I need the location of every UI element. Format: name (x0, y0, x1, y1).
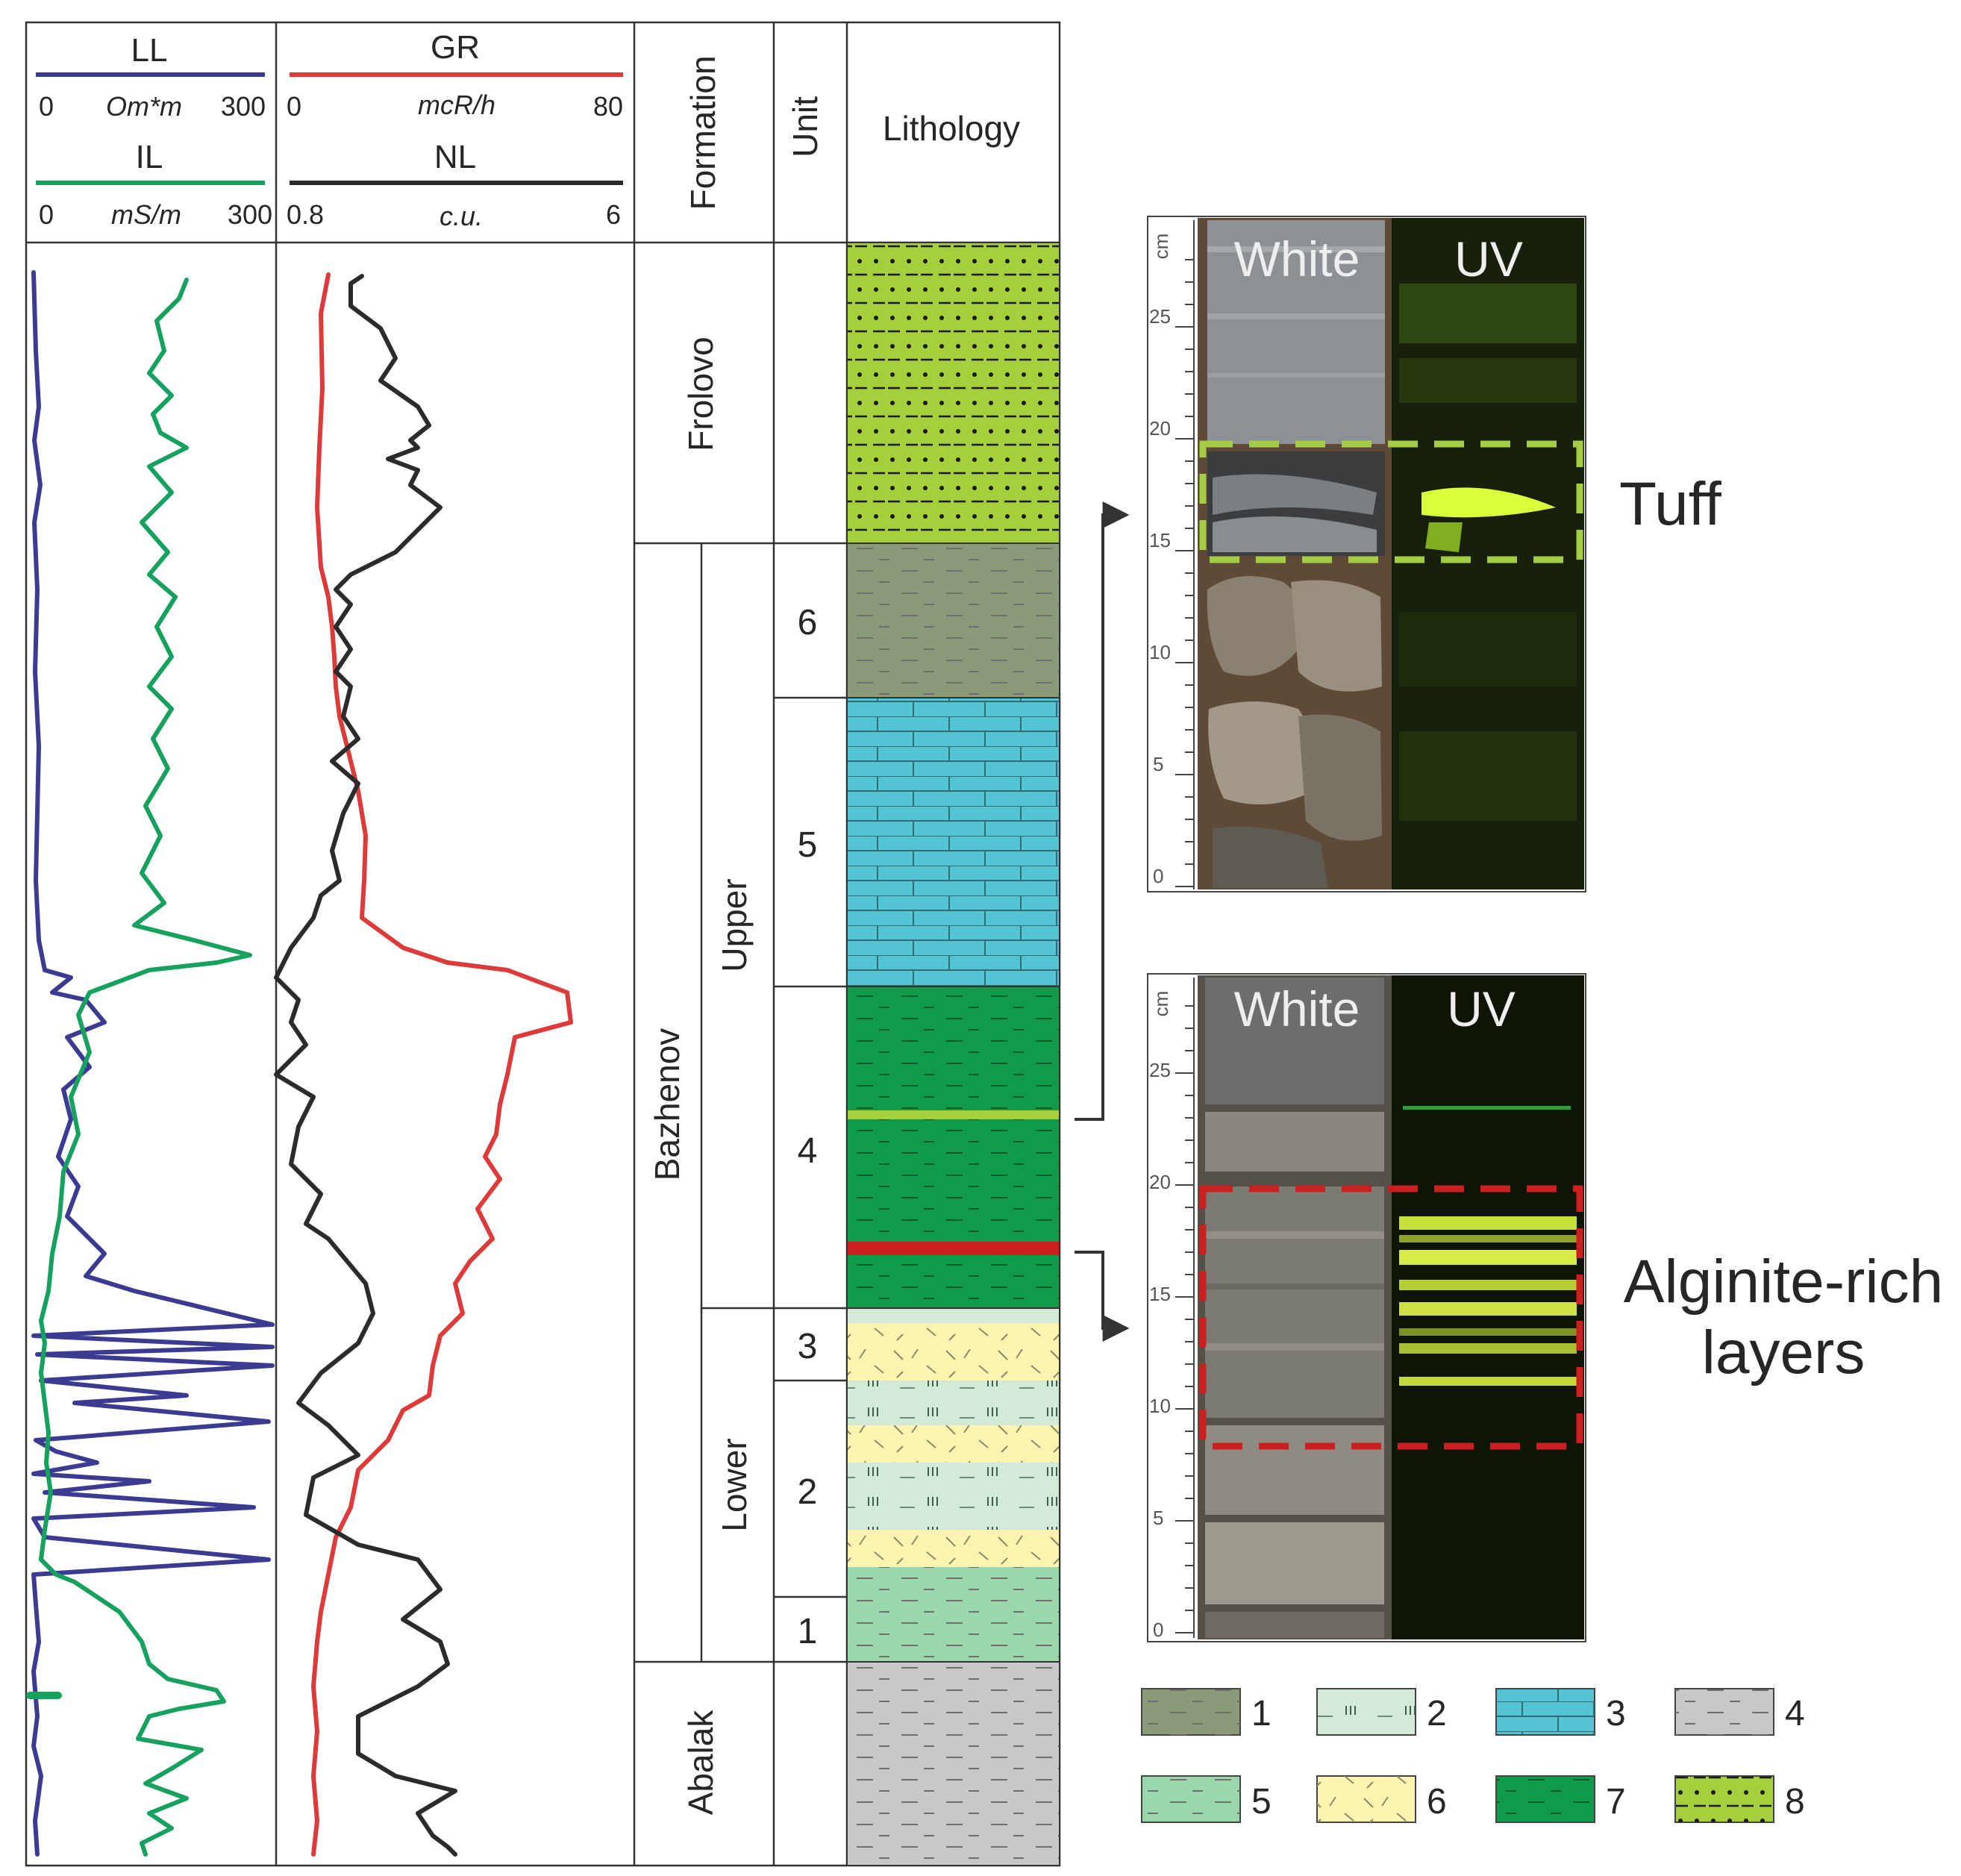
photo1-tick-10: 10 (1149, 641, 1171, 663)
photo1-white-label: White (1234, 231, 1360, 287)
subunit-upper: Upper (715, 878, 754, 972)
legend-item-6: 6 (1316, 1775, 1447, 1823)
legend-item-3: 3 (1495, 1688, 1626, 1736)
il-max: 300 (228, 199, 272, 230)
alginite-arrow (1075, 1251, 1130, 1342)
unit-2: 2 (798, 1472, 818, 1512)
photo2-tick-20: 20 (1149, 1171, 1171, 1193)
ll-max: 300 (221, 91, 266, 122)
photo1-scale (1175, 220, 1195, 889)
curve-header-ll: LL 0 Om*m 300 (36, 32, 266, 122)
formation-header: Formation (684, 55, 722, 210)
gr-curve (311, 272, 573, 1857)
nl-curve (274, 274, 457, 1857)
nl-max: 6 (606, 199, 621, 230)
photo1-tick-20: 20 (1149, 417, 1171, 440)
alginite-layer (847, 1242, 1060, 1255)
photo1-tick-25: 25 (1149, 305, 1171, 328)
photo2-tick-5: 5 (1153, 1507, 1163, 1529)
subunit-lower: Lower (715, 1438, 754, 1531)
ll-unit: Om*m (106, 91, 182, 122)
core-photo-2: cm 0 5 10 15 20 25 White UV (1147, 973, 1586, 1642)
ll-min: 0 (39, 91, 54, 122)
photo2-white-label: White (1234, 981, 1360, 1037)
callout-arrows (1075, 501, 1130, 1342)
gr-title: GR (431, 29, 480, 66)
legend-label-3: 3 (1606, 1694, 1626, 1733)
lithology-legend: 1 2 3 4 5 6 7 (1141, 1688, 1805, 1823)
lithology-header: Lithology (883, 109, 1020, 148)
il-unit: mS/m (111, 199, 181, 230)
curve-header-gr: GR 0 mcR/h 80 (287, 29, 623, 122)
formation-abalak: Abalak (681, 1710, 720, 1816)
nl-title: NL (434, 139, 476, 175)
formation-frolovo: Frolovo (681, 337, 720, 451)
formation-column (634, 542, 774, 1663)
unit-3: 3 (798, 1327, 818, 1366)
core-photo-1: cm 0 5 10 15 20 25 White UV (1147, 216, 1586, 892)
nl-min: 0.8 (287, 199, 324, 230)
photo2-tick-15: 15 (1149, 1283, 1171, 1305)
legend-item-2: 2 (1316, 1688, 1447, 1736)
unit-column (774, 542, 847, 1663)
il-curve (39, 278, 252, 1857)
legend-item-5: 5 (1141, 1775, 1272, 1823)
photo2-tick-10: 10 (1149, 1395, 1171, 1417)
ll-title: LL (131, 32, 168, 69)
legend-item-8: 8 (1674, 1775, 1805, 1823)
unit-4: 4 (798, 1131, 818, 1171)
photo1-tick-5: 5 (1153, 753, 1163, 775)
ll-curve (31, 270, 275, 1857)
photo1-tick-0: 0 (1153, 865, 1163, 887)
tuff-arrow (1075, 501, 1130, 1121)
photo1-tick-15: 15 (1149, 529, 1171, 551)
photo2-scale-unit: cm (1150, 991, 1172, 1017)
unit-5: 5 (798, 825, 818, 865)
curve-header-nl: NL 0.8 c.u. 6 (287, 139, 623, 231)
nl-unit: c.u. (440, 201, 483, 231)
formation-bazhenov: Bazhenov (648, 1028, 686, 1181)
gr-min: 0 (287, 91, 301, 122)
unit-header: Unit (786, 96, 825, 157)
legend-label-4: 4 (1785, 1694, 1805, 1733)
curve-header-il: IL 0 mS/m 300 (36, 139, 272, 230)
alginite-annotation-line2: layers (1702, 1319, 1865, 1386)
alginite-annotation-line1: Alginite-rich (1624, 1248, 1943, 1316)
legend-item-1: 1 (1141, 1688, 1272, 1736)
lithology-column (846, 242, 1060, 1866)
tuff-highlight-box (1199, 440, 1583, 563)
legend-item-7: 7 (1495, 1775, 1626, 1823)
photo2-uv-label: UV (1447, 981, 1516, 1037)
photo2-scale (1175, 978, 1195, 1638)
unit-1: 1 (798, 1612, 818, 1651)
photo2-tick-0: 0 (1153, 1619, 1163, 1641)
gr-unit: mcR/h (418, 90, 495, 120)
tuff-annotation: Tuff (1619, 470, 1721, 538)
gr-max: 80 (593, 91, 623, 122)
alginite-highlight-box (1199, 1185, 1583, 1450)
legend-label-1: 1 (1251, 1694, 1272, 1733)
legend-item-4: 4 (1674, 1688, 1805, 1736)
tuff-layer (847, 1110, 1060, 1119)
legend-label-7: 7 (1606, 1782, 1626, 1822)
photo1-scale-unit: cm (1150, 234, 1172, 260)
il-title: IL (136, 139, 163, 175)
legend-label-5: 5 (1251, 1782, 1272, 1822)
legend-label-2: 2 (1427, 1694, 1447, 1733)
unit-6: 6 (798, 603, 818, 642)
well-log-curves (26, 270, 573, 1857)
legend-label-8: 8 (1785, 1782, 1805, 1822)
photo2-tick-25: 25 (1149, 1059, 1171, 1081)
legend-label-6: 6 (1427, 1782, 1447, 1822)
photo1-uv-label: UV (1454, 231, 1523, 287)
il-min: 0 (39, 199, 54, 230)
